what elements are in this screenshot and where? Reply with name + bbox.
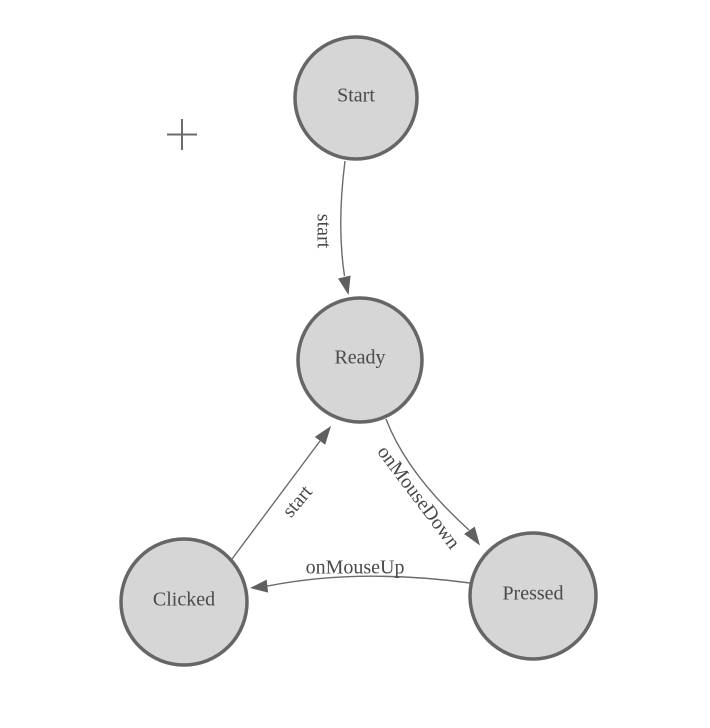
node-start-circle[interactable] (293, 35, 419, 161)
crosshair-marker-icon (167, 119, 197, 150)
node-start-label: Start (337, 85, 375, 107)
edge-clicked-to-ready-arrowhead-icon (314, 426, 331, 445)
node-start[interactable]: Start (293, 35, 419, 161)
edge-ready-to-pressed-arrowhead-icon (464, 526, 480, 546)
edge-clicked-to-ready[interactable]: start (231, 426, 331, 560)
edge-start-to-ready-line[interactable] (340, 160, 346, 277)
node-clicked-circle[interactable] (119, 537, 249, 667)
node-pressed[interactable]: Pressed (468, 531, 598, 661)
node-ready-circle[interactable] (296, 296, 424, 424)
edge-start-to-ready-label: start (312, 214, 334, 249)
edge-pressed-to-clicked[interactable]: onMouseUp (250, 557, 471, 593)
node-pressed-circle[interactable] (468, 531, 598, 661)
edge-ready-to-pressed-line[interactable] (385, 418, 470, 531)
edge-pressed-to-clicked-label: onMouseUp (306, 557, 405, 579)
edge-start-to-ready[interactable]: start (312, 160, 351, 295)
edge-pressed-to-clicked-line[interactable] (267, 575, 471, 587)
edge-ready-to-pressed-label: onMouseDown (373, 441, 465, 553)
edge-clicked-to-ready-label: start (278, 481, 317, 522)
edge-clicked-to-ready-line[interactable] (231, 440, 321, 560)
edge-ready-to-pressed[interactable]: onMouseDown (373, 418, 480, 553)
node-pressed-label: Pressed (502, 583, 563, 605)
edge-start-to-ready-arrowhead-icon (338, 275, 351, 295)
node-clicked[interactable]: Clicked (119, 537, 249, 667)
node-clicked-label: Clicked (153, 589, 215, 611)
node-ready[interactable]: Ready (296, 296, 424, 424)
edge-pressed-to-clicked-arrowhead-icon (250, 579, 269, 593)
node-ready-label: Ready (334, 347, 385, 369)
